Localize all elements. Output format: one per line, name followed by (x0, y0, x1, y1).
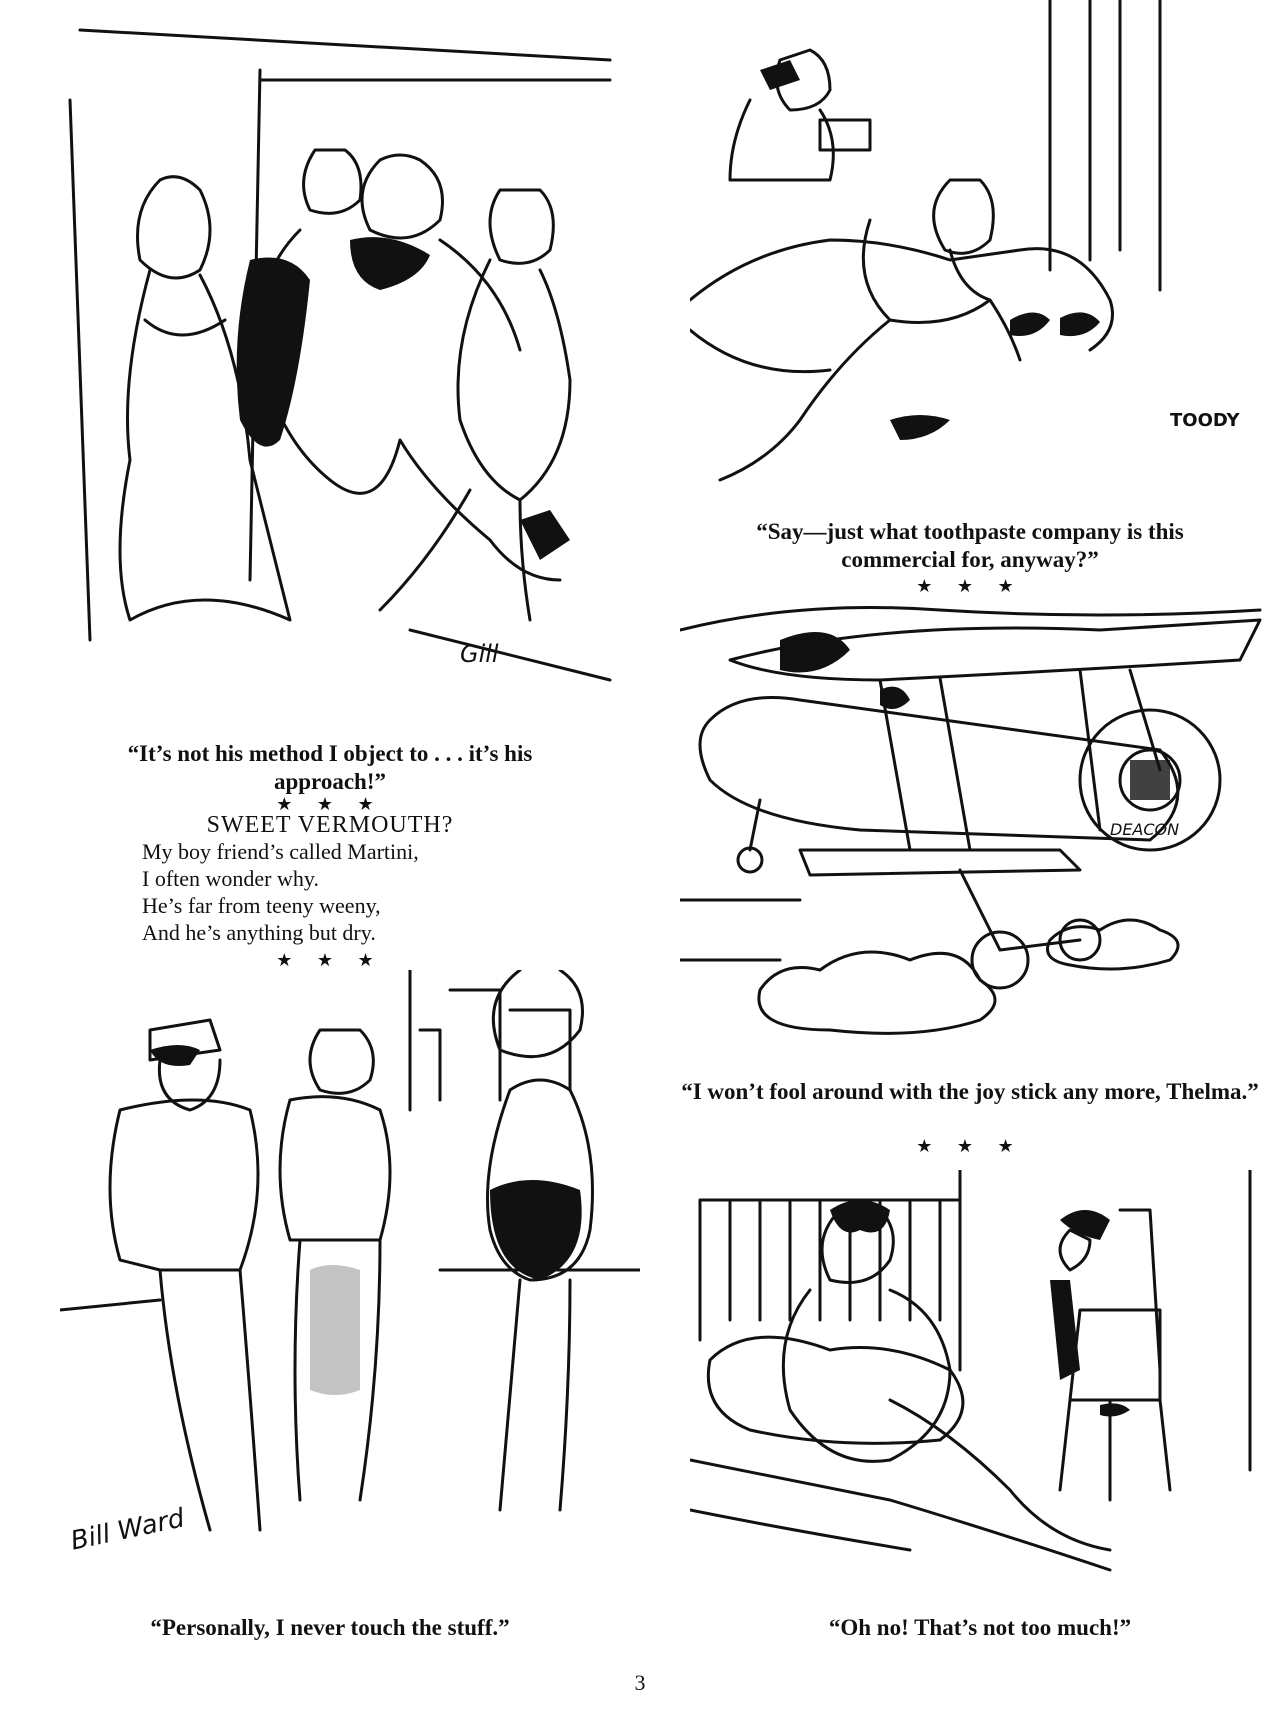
signature-gill: Gill (460, 640, 499, 668)
caption-biplane: “I won’t fool around with the joy stick … (681, 1079, 1259, 1104)
stars-separator: ★ ★ ★ (276, 950, 384, 970)
poem-line: I often wonder why. (142, 866, 319, 891)
signature-toody: TOODY (1170, 410, 1240, 431)
cartoon-panel-bedroom (690, 1170, 1270, 1590)
cartoon-panel-street: Bill Ward (60, 970, 640, 1590)
poem-body: My boy friend’s called Martini, I often … (142, 838, 419, 946)
cartoon-panel-party: Gill (50, 20, 650, 730)
poem-line: My boy friend’s called Martini, (142, 839, 419, 864)
caption-party: “It’s not his method I object to . . . i… (127, 741, 533, 794)
cartoon-panel-biplane: DEACON (680, 600, 1270, 1070)
caption-bedroom: “Oh no! That’s not too much!” (828, 1615, 1132, 1640)
biplane-illustration (680, 606, 1262, 1035)
street-illustration (60, 970, 640, 1532)
toothpaste-illustration (690, 0, 1162, 482)
page-number: 3 (634, 1670, 646, 1695)
cartoon-panel-toothpaste: TOODY (690, 0, 1270, 510)
caption-toothpaste: “Say—just what toothpaste company is thi… (756, 519, 1184, 572)
poem-line: And he’s anything but dry. (142, 920, 376, 945)
stars-separator: ★ ★ ★ (276, 794, 384, 814)
signature-deacon: DEACON (1110, 820, 1180, 839)
bedroom-illustration (690, 1170, 1252, 1572)
stars-separator: ★ ★ ★ (916, 576, 1024, 596)
poem-title: SWEET VERMOUTH? (206, 812, 454, 838)
party-illustration (68, 28, 612, 682)
stars-separator: ★ ★ ★ (916, 1136, 1024, 1156)
poem-line: He’s far from teeny weeny, (142, 893, 381, 918)
caption-street: “Personally, I never touch the stuff.” (150, 1615, 510, 1640)
